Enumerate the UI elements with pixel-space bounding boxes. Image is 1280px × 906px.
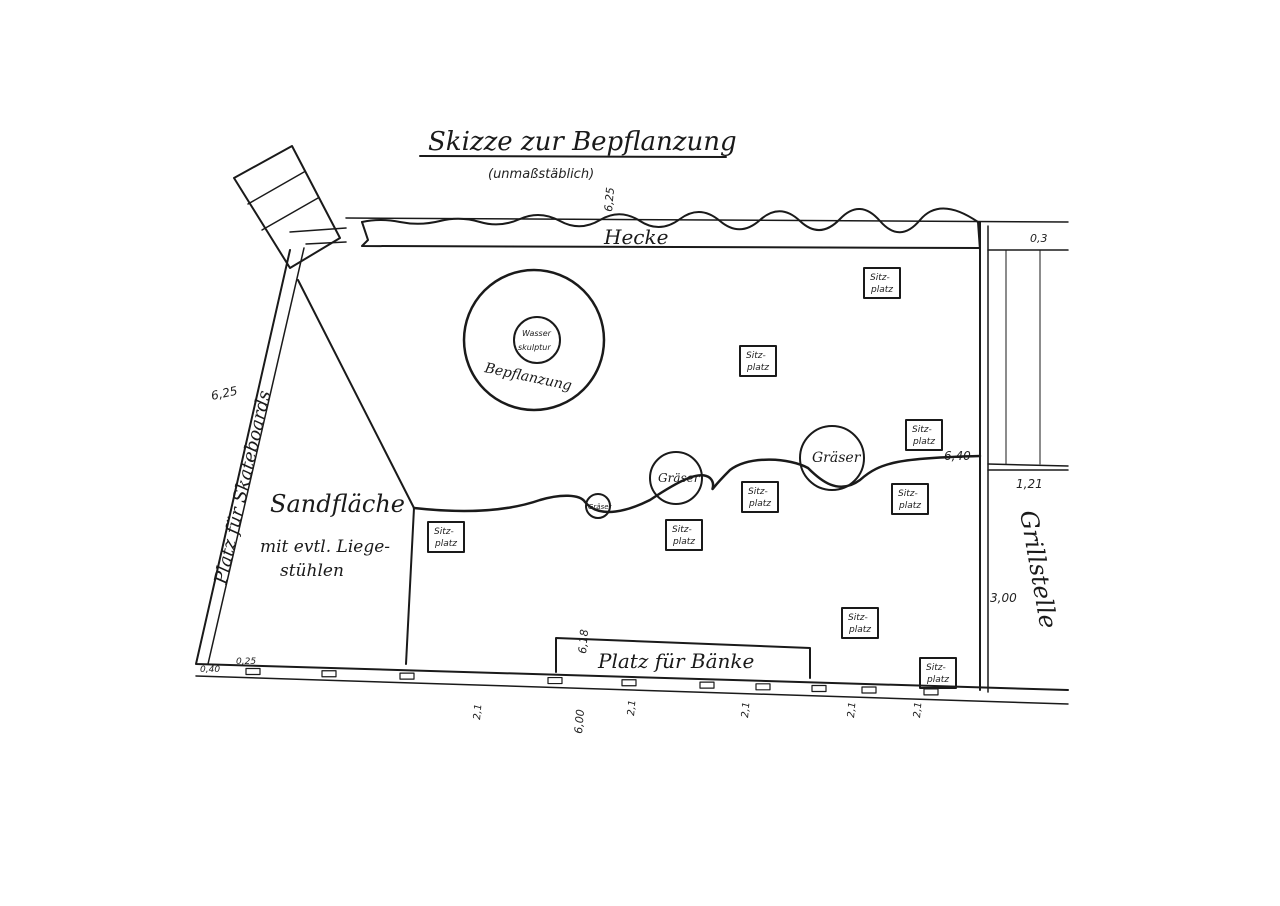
bottom-dim-label: 2,1: [626, 699, 638, 716]
sketch-subtitle: (unmaßstäblich): [488, 167, 594, 182]
bottom-tick: [755, 683, 771, 691]
seat-box-frame: [665, 519, 703, 551]
sketch-title: Skizze zur Bepflanzung: [428, 127, 737, 157]
hedge-label: Hecke: [603, 225, 668, 249]
seat-label-2: platz: [912, 437, 935, 447]
skate-lane-label: Platz für Skateboards: [210, 389, 275, 588]
seat-label-1: Sitz-: [434, 527, 454, 537]
grass-mid: [649, 451, 703, 505]
seat-box-frame: [891, 483, 929, 515]
dim-bottom-a: 6,00: [572, 709, 587, 735]
dim-bench-len: 6,18: [576, 629, 591, 655]
bottom-dim-label: 2,1: [846, 701, 858, 718]
seat-box: Sitz-platz: [891, 483, 929, 515]
dim-corner-b: 0,25: [236, 657, 256, 667]
seat-box: Sitz-platz: [665, 519, 703, 551]
seat-box-frame: [741, 481, 779, 513]
grill-label: Grillstelle: [1014, 508, 1062, 630]
grass-small-label: Gräser: [588, 503, 613, 511]
title-underline: [419, 155, 727, 158]
seat-box-frame: [863, 267, 901, 299]
fountain-label-1: Wasser: [522, 329, 552, 338]
sand-label-line2: mit evtl. Liege-: [260, 537, 390, 557]
dim-left-side: 6,25: [210, 384, 239, 403]
bench-area: [555, 637, 811, 679]
seat-box-frame: [841, 607, 879, 639]
seat-box-frame: [905, 419, 943, 451]
seat-label-1: Sitz-: [672, 525, 692, 535]
dim-grill-depth: 3,00: [990, 591, 1017, 605]
grass-large-label: Gräser: [812, 450, 862, 466]
grass-small: [585, 493, 611, 519]
seat-label-2: platz: [848, 625, 871, 635]
sand-label-line3: stühlen: [280, 561, 344, 581]
bottom-tick: [923, 688, 939, 696]
hedge: [289, 207, 1069, 251]
seat-label-1: Sitz-: [926, 663, 946, 673]
grass-large: [799, 425, 865, 491]
bottom-tick: [699, 681, 715, 689]
sand-label: Sandfläche: [270, 490, 405, 518]
dim-right-lower: 1,21: [1016, 477, 1043, 491]
seat-label-2: platz: [672, 537, 695, 547]
seat-box: Sitz-platz: [841, 607, 879, 639]
bottom-dim-label: 2,1: [472, 703, 484, 720]
garden-path-line: [412, 454, 982, 514]
bottom-tick: [811, 684, 827, 693]
bottom-tick: [245, 667, 261, 676]
skate-ramp: [233, 145, 341, 269]
seat-label-2: platz: [870, 285, 893, 295]
bottom-tick: [399, 672, 415, 680]
bottom-tick: [547, 676, 563, 685]
seat-box: Sitz-platz: [739, 345, 777, 377]
seat-label-1: Sitz-: [746, 351, 766, 361]
seat-box-frame: [919, 657, 957, 689]
seat-label-2: platz: [748, 499, 771, 509]
seat-label-2: platz: [434, 539, 457, 549]
seat-label-1: Sitz-: [898, 489, 918, 499]
seat-box: Sitz-platz: [919, 657, 957, 689]
seat-boxes: Sitz-platzSitz-platzSitz-platzSitz-platz…: [427, 267, 957, 689]
seat-box: Sitz-platz: [427, 521, 465, 553]
bottom-tick: [321, 670, 337, 678]
seat-label-2: platz: [898, 501, 921, 511]
bottom-tick: [621, 679, 637, 687]
seat-label-1: Sitz-: [870, 273, 890, 283]
dim-right-upper: 0,3: [1030, 232, 1048, 245]
seat-box: Sitz-platz: [863, 267, 901, 299]
seat-label-2: platz: [746, 363, 769, 373]
bottom-dim-label: 2,1: [912, 701, 924, 718]
seat-label-2: platz: [926, 675, 949, 685]
dim-corner-a: 0,40: [200, 665, 220, 675]
bottom-segment-marks: 2,1 2,1 2,1 2,1 2,1: [245, 667, 939, 720]
fountain-label-2: skulptur: [518, 343, 551, 352]
planting-label: Bepflanzung: [482, 360, 573, 394]
seat-label-1: Sitz-: [748, 487, 768, 497]
grass-mid-label: Gräser: [658, 471, 701, 485]
sand-area-boundary: [297, 279, 415, 665]
seat-box: Sitz-platz: [741, 481, 779, 513]
planting-circle: [462, 268, 606, 412]
bottom-tick: [861, 686, 877, 694]
seat-box: Sitz-platz: [905, 419, 943, 451]
seat-label-1: Sitz-: [848, 613, 868, 623]
seat-box-frame: [427, 521, 465, 553]
bottom-dim-label: 2,1: [740, 701, 752, 718]
skate-lane: [195, 247, 1069, 705]
seat-box-frame: [739, 345, 777, 377]
dim-top-side: 6,25: [602, 187, 617, 213]
seat-label-1: Sitz-: [912, 425, 932, 435]
bench-area-label: Platz für Bänke: [597, 649, 754, 673]
